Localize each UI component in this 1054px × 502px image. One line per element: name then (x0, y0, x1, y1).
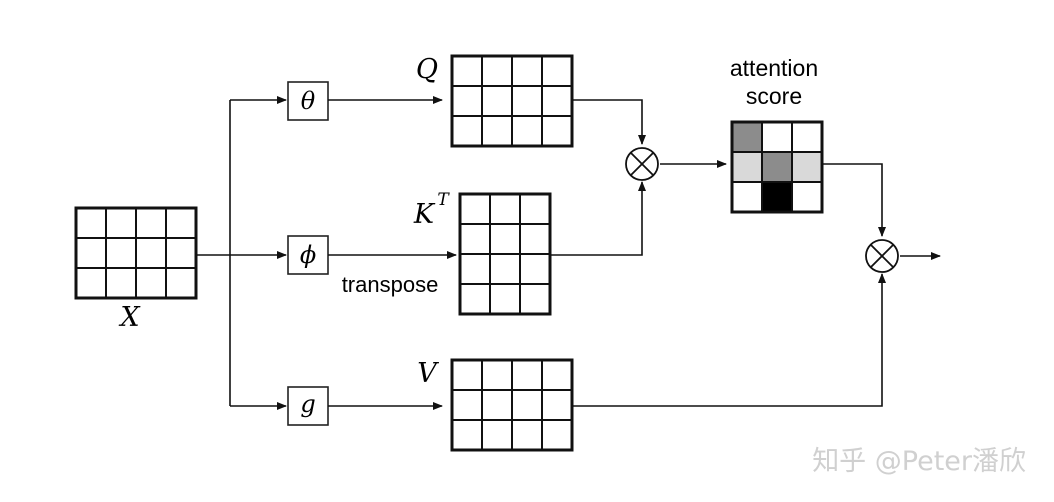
matrix-k-label: K (413, 199, 436, 230)
matrix-k-transpose-border (458, 192, 552, 316)
matrix-k-transpose-cell (519, 223, 551, 255)
attention-score-matrix (730, 120, 824, 214)
matrix-q (450, 54, 574, 148)
attention-score-cell (731, 121, 763, 153)
matrix-q-cell (481, 85, 513, 117)
attention-score-cell (731, 181, 763, 213)
matrix-v-cell (541, 389, 573, 421)
matrix-k-transpose-cell (519, 283, 551, 315)
matrix-x-cell (105, 207, 137, 239)
matrix-k-label-base: K (413, 199, 436, 230)
matrix-v-label: V (417, 358, 439, 389)
matrix-v-cell (481, 359, 513, 391)
matrix-k-transpose-cell (519, 253, 551, 285)
attention-score-border (730, 120, 824, 214)
attention-score-cell (791, 181, 823, 213)
matrix-k-transpose-cell (459, 283, 491, 315)
matrix-q-cell (541, 115, 573, 147)
matrix-k-transpose-cell (489, 283, 521, 315)
connectors (196, 96, 941, 410)
matrix-k-transpose-cell (459, 223, 491, 255)
transpose-label: transpose (342, 272, 439, 297)
matrix-x-cell (135, 237, 167, 269)
matrix-k-transpose-cell (489, 193, 521, 225)
matrix-x-cell (105, 237, 137, 269)
attention-score-cell (761, 121, 793, 153)
matrix-x-cell (75, 237, 107, 269)
matrix-k-transpose-cell (459, 193, 491, 225)
attention-score-cell (731, 151, 763, 183)
matrix-q-cell (451, 55, 483, 87)
matrix-v-cell (481, 389, 513, 421)
matrix-x-cell (135, 267, 167, 299)
matrix-v-cell (541, 359, 573, 391)
theta-symbol: θ (301, 87, 316, 115)
matrix-k-transpose (458, 192, 552, 316)
attention-score-cell (761, 181, 793, 213)
matrix-v-cell (451, 359, 483, 391)
matrix-k-transpose-cell (489, 223, 521, 255)
matrix-k-transpose-cell (459, 253, 491, 285)
matrix-v-cell (451, 419, 483, 451)
attention-score-label-line1: attention (730, 55, 818, 81)
matrix-v-cell (511, 389, 543, 421)
matrix-v-cell (541, 419, 573, 451)
matrix-q-cell (481, 55, 513, 87)
multiply-cross-b (870, 244, 894, 268)
attention-score-cell (791, 121, 823, 153)
multiply-cross-b (630, 152, 654, 176)
matrix-v-cell (451, 389, 483, 421)
phi-op-box: ϕ (287, 235, 329, 275)
phi-symbol: ϕ (300, 241, 316, 269)
matrix-k-transpose-cell (519, 193, 551, 225)
matrix-x-border (74, 206, 198, 300)
watermark-text: 知乎 @Peter潘欣 (812, 446, 1026, 477)
matrix-q-cell (511, 55, 543, 87)
matrix-k-label-superscript: T (437, 190, 450, 210)
attention-score-cell (761, 151, 793, 183)
matrix-v-border (450, 358, 574, 452)
matrix-q-border (450, 54, 574, 148)
theta-op-box: θ (287, 81, 329, 121)
matrix-q-cell (451, 115, 483, 147)
matrix-x-cell (165, 267, 197, 299)
attention-score-cell (791, 151, 823, 183)
matrix-k-transpose-cell (489, 253, 521, 285)
multiply-node-2 (865, 239, 899, 273)
arrow-v-to-multiply (572, 273, 886, 407)
matrix-q-cell (541, 85, 573, 117)
arrow-q-to-multiply (572, 99, 646, 145)
attention-score-label-line2: score (746, 83, 802, 109)
matrix-q-cell (451, 85, 483, 117)
matrix-x-cell (105, 267, 137, 299)
matrix-v-cell (481, 419, 513, 451)
matrix-x-cell (75, 267, 107, 299)
g-op-box: g (287, 386, 329, 426)
matrix-v-cell (511, 359, 543, 391)
multiply-node-1 (625, 147, 659, 181)
matrix-v-cell (511, 419, 543, 451)
matrix-q-cell (511, 115, 543, 147)
matrix-q-cell (541, 55, 573, 87)
matrix-x-label: X (118, 302, 141, 333)
matrix-q-cell (511, 85, 543, 117)
matrix-x (74, 206, 198, 300)
matrix-q-cell (481, 115, 513, 147)
matrix-q-label: Q (416, 54, 438, 85)
g-symbol: g (300, 390, 315, 418)
arrow-kt-to-multiply (550, 181, 646, 256)
matrix-v (450, 358, 574, 452)
arrow-attention-to-multiply (822, 163, 886, 237)
matrix-x-cell (165, 207, 197, 239)
matrix-x-cell (75, 207, 107, 239)
matrix-x-cell (165, 237, 197, 269)
matrix-x-cell (135, 207, 167, 239)
